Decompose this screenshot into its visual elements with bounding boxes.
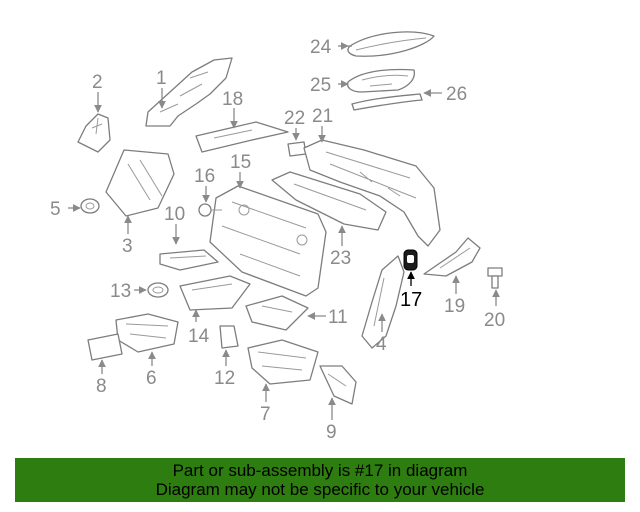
part-8-cover (87, 333, 123, 361)
part-1-trim (145, 57, 233, 127)
part-18-trim-strip (195, 121, 289, 153)
callout-18: 18 (222, 89, 243, 110)
callout-20: 20 (484, 310, 505, 331)
callout-25: 25 (310, 75, 331, 96)
callout-1: 1 (156, 68, 167, 89)
callout-12: 12 (214, 368, 235, 389)
banner-line-2: Diagram may not be specific to your vehi… (155, 480, 485, 499)
callout-9: 9 (326, 422, 337, 443)
banner-line-1: Part or sub-assembly is #17 in diagram (172, 461, 468, 480)
part-3-side-panel (105, 149, 175, 217)
part-16-fastener (198, 203, 222, 217)
callout-4: 4 (376, 334, 387, 355)
callout-6: 6 (146, 368, 157, 389)
callout-14: 14 (188, 326, 210, 347)
part-13-cup (147, 282, 169, 298)
part-6-box (115, 313, 179, 353)
callout-11: 11 (328, 307, 348, 328)
part-11-tray (245, 295, 309, 331)
part-26-seal (351, 93, 423, 111)
part-14-bin (179, 275, 251, 311)
callout-21: 21 (312, 106, 333, 127)
part-5-knob (80, 198, 100, 214)
part-24-cover (347, 31, 435, 57)
callout-8: 8 (96, 376, 107, 397)
part-19-trim (423, 237, 481, 277)
callout-15: 15 (230, 152, 251, 173)
part-2-bracket (77, 113, 111, 153)
callout-7: 7 (260, 404, 271, 425)
part-7-box (247, 339, 319, 385)
part-4-pillar (361, 255, 405, 349)
part-17-highlighted (403, 249, 418, 271)
callout-26: 26 (446, 84, 467, 105)
part-9-bracket (319, 365, 357, 405)
callout-10: 10 (164, 204, 185, 225)
callout-17-highlighted: 17 (400, 289, 422, 311)
part-21-shelf (303, 139, 441, 247)
part-12-clip (219, 325, 239, 349)
part-25-panel (346, 68, 416, 93)
exploded-parts-diagram: 24 25 26 1 2 3 5 18 22 21 23 15 16 10 13… (50, 31, 505, 443)
part-22-clip (287, 141, 307, 157)
callout-24: 24 (310, 37, 332, 58)
callout-2: 2 (92, 72, 103, 93)
callout-13: 13 (110, 281, 131, 302)
callout-19: 19 (444, 296, 465, 317)
callout-22: 22 (284, 108, 305, 129)
part-23-panel (271, 171, 387, 231)
callout-3: 3 (122, 236, 133, 257)
part-10-tray (159, 249, 219, 271)
callout-23: 23 (330, 248, 351, 269)
part-15-seat-back (209, 185, 327, 297)
callout-16: 16 (194, 166, 215, 187)
part-20-bolt (487, 267, 503, 289)
part-info-banner: Part or sub-assembly is #17 in diagram D… (15, 458, 625, 502)
callout-5: 5 (50, 199, 61, 220)
